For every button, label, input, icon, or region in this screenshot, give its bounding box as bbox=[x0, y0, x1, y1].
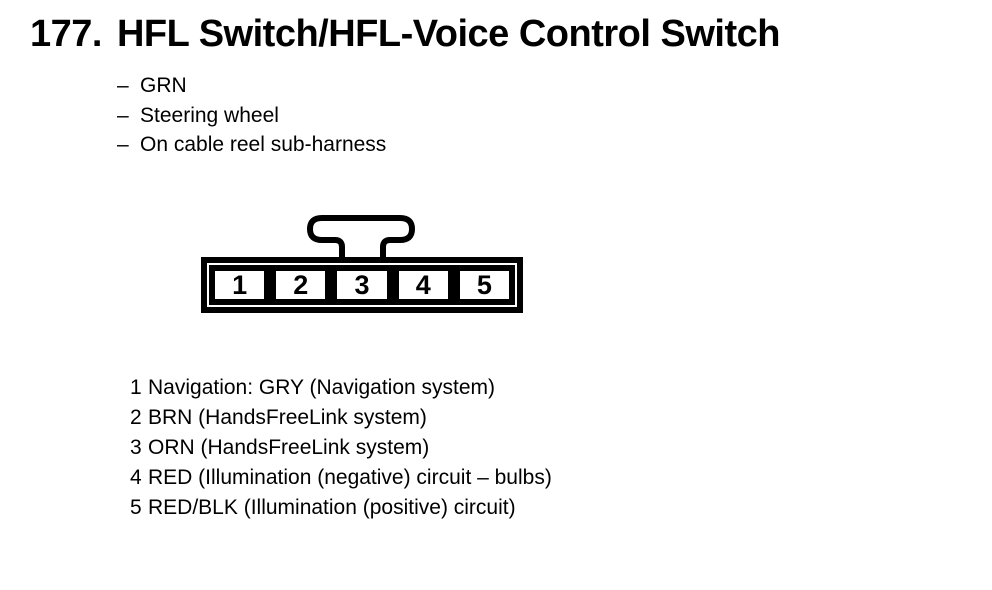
section-heading: 177. HFL Switch/HFL-Voice Control Switch bbox=[30, 13, 780, 56]
attribute-item: – GRN bbox=[117, 71, 386, 101]
attribute-item: – On cable reel sub-harness bbox=[117, 130, 386, 160]
pin-legend-description: RED/BLK (Illumination (positive) circuit… bbox=[148, 496, 516, 519]
pin-legend-description: Navigation: GRY (Navigation system) bbox=[148, 376, 496, 399]
connector-latch-tab-icon bbox=[307, 215, 415, 257]
connector-body: 1 2 3 4 5 bbox=[201, 257, 523, 313]
pin-cell-number: 1 bbox=[232, 269, 248, 300]
pin-legend: 1 Navigation: GRY (Navigation system) 2 … bbox=[130, 373, 552, 523]
pin-legend-row: 5 RED/BLK (Illumination (positive) circu… bbox=[130, 493, 552, 523]
attribute-text: On cable reel sub-harness bbox=[140, 133, 387, 156]
connector-pin-cell-5: 5 bbox=[453, 265, 516, 305]
connector-pin-cell-4: 4 bbox=[392, 265, 454, 305]
pin-legend-row: 4 RED (Illumination (negative) circuit –… bbox=[130, 463, 552, 493]
pin-legend-number: 4 bbox=[130, 466, 142, 489]
connector-pin-cell-3: 3 bbox=[331, 265, 393, 305]
section-number: 177. bbox=[30, 13, 102, 55]
dash-bullet: – bbox=[117, 133, 129, 156]
attribute-text: GRN bbox=[140, 74, 187, 97]
pin-legend-description: ORN (HandsFreeLink system) bbox=[148, 436, 430, 459]
attribute-text: Steering wheel bbox=[140, 103, 279, 127]
connector-pin-cell-2: 2 bbox=[270, 265, 332, 305]
connector-pin-cell-1: 1 bbox=[209, 265, 271, 305]
pin-legend-description: BRN (HandsFreeLink system) bbox=[148, 406, 427, 429]
page-title: HFL Switch/HFL-Voice Control Switch bbox=[116, 13, 781, 55]
pin-legend-number: 5 bbox=[130, 496, 142, 519]
pin-legend-description: RED (Illumination (negative) circuit – b… bbox=[148, 466, 552, 489]
pin-legend-number: 1 bbox=[130, 376, 142, 399]
dash-bullet: – bbox=[117, 74, 129, 97]
pin-legend-row: 2 BRN (HandsFreeLink system) bbox=[130, 403, 552, 433]
pin-cell-number: 5 bbox=[476, 269, 492, 300]
pin-cell-number: 4 bbox=[415, 269, 431, 300]
attribute-item: – Steering wheel bbox=[117, 101, 386, 131]
pin-legend-number: 3 bbox=[130, 436, 142, 459]
pin-cell-number: 2 bbox=[293, 269, 309, 300]
pin-cell-number: 3 bbox=[354, 269, 370, 300]
dash-bullet: – bbox=[117, 103, 129, 127]
pin-legend-number: 2 bbox=[130, 406, 142, 429]
pin-legend-row: 3 ORN (HandsFreeLink system) bbox=[130, 433, 552, 463]
attribute-list: – GRN – Steering wheel – On cable reel s… bbox=[117, 71, 386, 160]
pin-legend-row: 1 Navigation: GRY (Navigation system) bbox=[130, 373, 552, 403]
